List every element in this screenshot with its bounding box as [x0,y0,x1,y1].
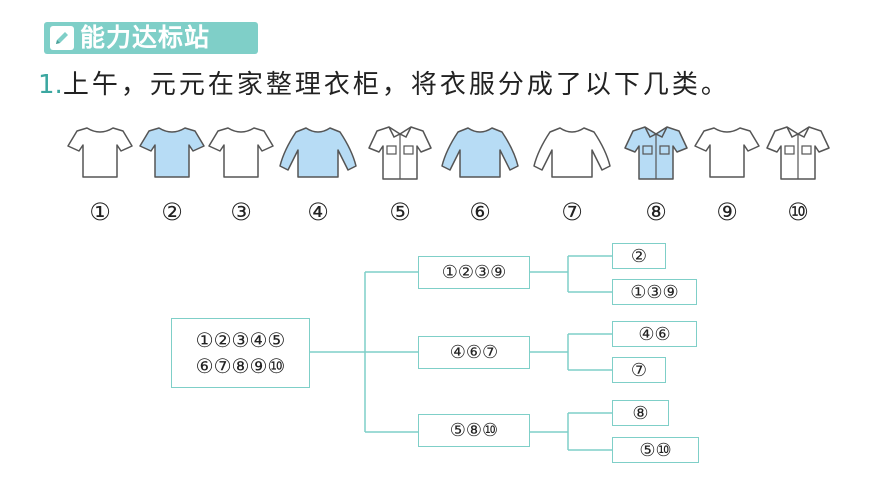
mid-group-box: ⑤⑧⑩ [418,414,530,447]
clothing-number: ② [161,198,183,226]
question-body: 上午，元元在家整理衣柜，将衣服分成了以下几类。 [62,70,730,100]
root-line-1: ①②③④⑤ [195,328,286,352]
clothing-item: ② [137,120,207,230]
clothing-number: ① [89,198,111,226]
clothing-number: ⑥ [469,198,491,226]
mid-group-box: ①②③⑨ [418,256,530,289]
root-line-2: ⑥⑦⑧⑨⑩ [195,354,286,378]
tshirt-icon [694,127,760,178]
question-number: 1. [38,70,63,100]
section-badge: 能力达标站 [44,22,258,54]
long-sleeve-top-icon [441,127,519,178]
clothing-item: ⑦ [533,120,611,230]
long-sleeve-top-icon [279,127,357,178]
root-group-box: ①②③④⑤ ⑥⑦⑧⑨⑩ [171,318,310,388]
clothing-item: ⑧ [621,120,691,230]
long-sleeve-top-icon [533,127,611,178]
pencil-icon [50,26,74,50]
clothing-number: ⑤ [389,198,411,226]
leaf-group-box: ⑧ [612,400,669,426]
tshirt-icon [67,127,133,178]
clothing-number: ⑦ [561,198,583,226]
question-text: 1.上午，元元在家整理衣柜，将衣服分成了以下几类。 [38,68,730,102]
collared-shirt-icon [368,126,432,180]
mid-group-box: ④⑥⑦ [418,336,530,369]
clothes-row: ① ② ③ ④ ⑤ ⑥ [0,120,870,235]
leaf-group-box: ② [612,243,666,269]
collared-shirt-icon [624,126,688,180]
clothing-number: ④ [307,198,329,226]
clothing-item: ⑤ [365,120,435,230]
tshirt-icon [208,127,274,178]
clothing-item: ⑥ [441,120,519,230]
clothing-item: ③ [206,120,276,230]
clothing-number: ⑧ [645,198,667,226]
leaf-group-box: ①③⑨ [612,279,697,305]
clothing-item: ④ [279,120,357,230]
clothing-number: ⑨ [716,198,738,226]
leaf-group-box: ⑦ [612,357,666,383]
leaf-group-box: ⑤⑩ [612,437,699,463]
leaf-group-box: ④⑥ [612,321,697,347]
collared-shirt-icon [766,126,830,180]
clothing-number: ③ [230,198,252,226]
badge-title: 能力达标站 [80,23,211,52]
tshirt-icon [139,127,205,178]
clothing-item: ① [65,120,135,230]
clothing-item: ⑩ [763,120,833,230]
clothing-item: ⑨ [692,120,762,230]
clothing-number: ⑩ [787,198,809,226]
